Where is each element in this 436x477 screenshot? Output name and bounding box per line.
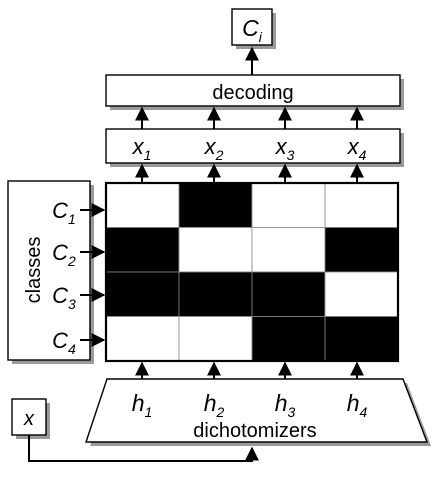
- matrix-cell-r4-c4: [324, 316, 399, 362]
- decoding-node: decoding: [105, 74, 404, 110]
- matrix-cell-r1-c1: [105, 182, 180, 228]
- class-label-4: C4: [52, 328, 76, 357]
- code-matrix: [104, 181, 400, 363]
- dichotomizer-h1: h1: [132, 390, 153, 420]
- code-bit-1: x1: [132, 134, 152, 163]
- matrix-cell-r2-c2: [178, 227, 253, 273]
- input-label: x: [23, 408, 35, 430]
- dichotomizer-h4: h4: [347, 390, 368, 420]
- matrix-border: [104, 181, 400, 363]
- dichotomizers-node: h1 h2 h3 h4 dichotomizers: [85, 378, 431, 446]
- dichotomizer-h3: h3: [275, 390, 296, 420]
- class-label-2: C2: [52, 240, 76, 269]
- class-arrows: [80, 203, 106, 347]
- dichotomizer-arrows: [135, 361, 364, 379]
- dichotomizers-label: dichotomizers: [193, 420, 316, 442]
- matrix-cell-r4-c2: [178, 316, 253, 362]
- matrix-to-code-arrows: [135, 163, 364, 183]
- dichotomizer-h2: h2: [204, 390, 225, 420]
- input-node: x: [11, 398, 50, 439]
- matrix-cell-r2-c4: [324, 227, 399, 273]
- input-to-dichotomizers-arrow: [28, 435, 259, 462]
- code-bit-labels: x1 x2 x3 x4: [132, 134, 367, 163]
- matrix-cell-r3-c2: [178, 271, 253, 317]
- dichotomizer-labels: h1 h2 h3 h4: [132, 390, 368, 420]
- matrix-cell-r2-c3: [251, 227, 326, 273]
- class-label-3: C3: [52, 283, 76, 312]
- matrix-cell-r1-c3: [251, 182, 326, 228]
- output-label: Ci: [242, 15, 263, 45]
- decoding-label: decoding: [212, 82, 293, 104]
- matrix-cell-r3-c3: [251, 271, 326, 317]
- code-bits-node: x1 x2 x3 x4: [105, 128, 404, 167]
- class-label-1: C1: [52, 198, 76, 227]
- matrix-cell-r1-c4: [324, 182, 399, 228]
- output-node: Ci: [231, 8, 276, 49]
- code-bit-4: x4: [347, 134, 367, 163]
- matrix-cell-r3-c1: [105, 271, 180, 317]
- code-to-decoding-arrows: [135, 106, 364, 129]
- matrix-cell-r4-c3: [251, 316, 326, 362]
- matrix-cell-r2-c1: [105, 227, 180, 273]
- code-bit-2: x2: [204, 134, 224, 163]
- classes-label: classes: [23, 237, 45, 304]
- matrix-cell-r3-c4: [324, 271, 399, 317]
- matrix-cell-r4-c1: [105, 316, 180, 362]
- code-bit-3: x3: [275, 134, 295, 163]
- matrix-cell-r1-c2: [178, 182, 253, 228]
